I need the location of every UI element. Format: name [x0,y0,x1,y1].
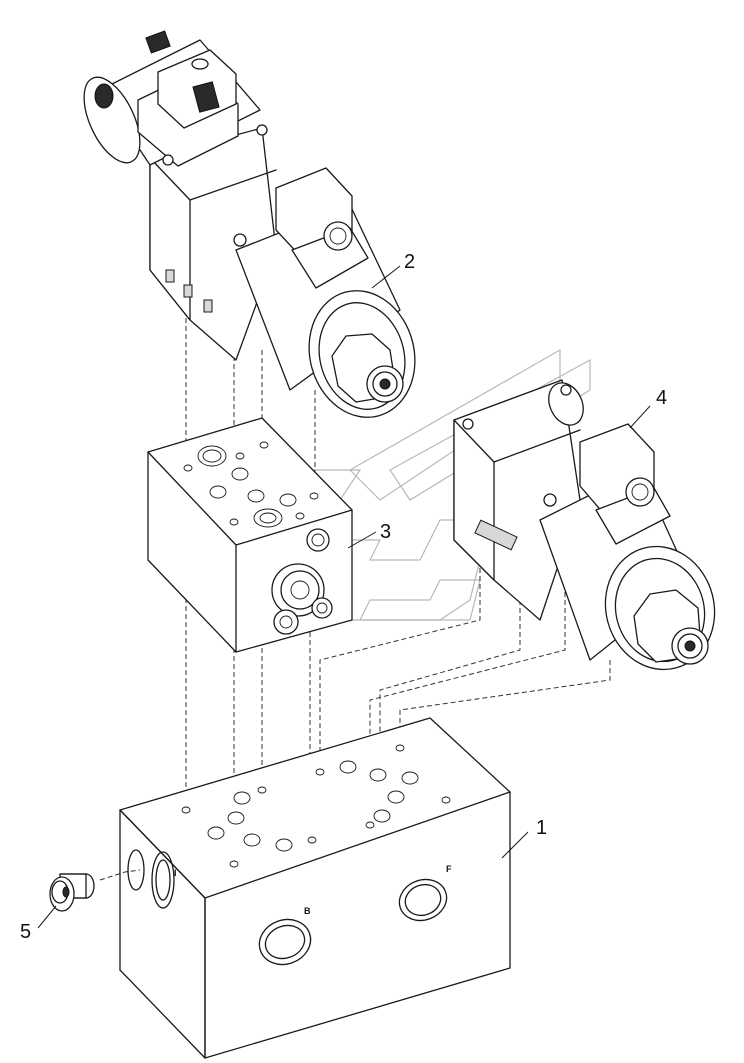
callout-4: 4 [656,387,667,409]
port-b-label: B [304,906,311,916]
port-f [398,878,448,922]
port-f-label: F [446,864,452,874]
top-holes [181,744,451,868]
port-side-label: I [174,868,177,878]
callout-5: 5 [20,921,31,943]
intermediate-block [147,417,353,653]
callout-leaders [37,265,651,929]
adjuster-screws [271,528,333,635]
plug-part [49,873,95,912]
main-manifold-block: B F I [119,717,511,1059]
upper-solenoid-valve [83,30,416,418]
callout-2: 2 [404,251,415,273]
right-solenoid-valve [453,379,716,671]
callout-3: 3 [380,521,391,543]
port-b [258,918,312,966]
port-side [127,849,175,909]
callout-1: 1 [536,817,547,839]
